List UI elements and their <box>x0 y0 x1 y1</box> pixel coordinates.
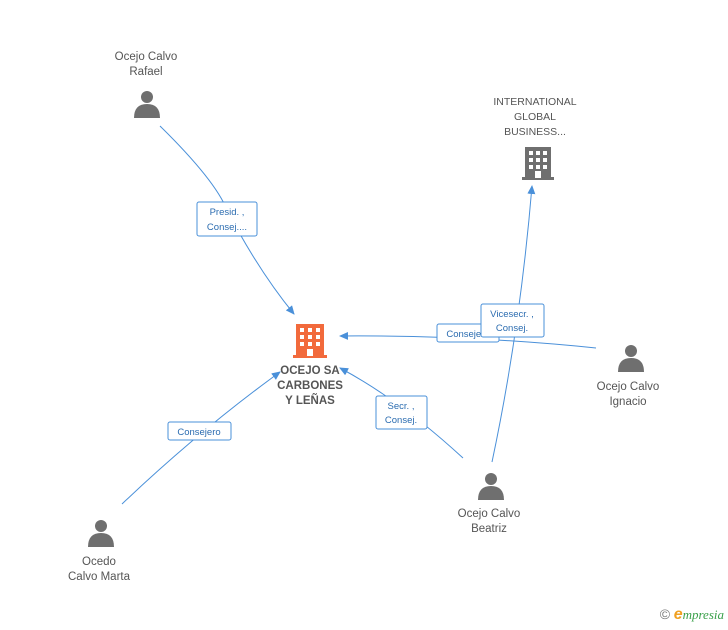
node-main-company[interactable]: OCEJO SA CARBONES Y LEÑAS <box>277 324 343 407</box>
edge-label-line-2: Consej.... <box>207 222 247 233</box>
person-icon <box>618 345 644 372</box>
node-label-line-1: OCEJO SA <box>280 365 339 377</box>
person-icon <box>88 520 114 547</box>
node-label-line-2: Calvo Marta <box>68 571 131 583</box>
node-label-line-1: Ocedo <box>82 556 116 568</box>
node-label-line-3: Y LEÑAS <box>285 394 335 407</box>
person-icon <box>478 473 504 500</box>
node-label-line-1: INTERNATIONAL <box>493 96 576 108</box>
node-label-line-2: Rafael <box>129 66 162 78</box>
copyright-symbol: © <box>659 606 671 622</box>
node-label-line-1: Ocejo Calvo <box>458 508 521 520</box>
edge-label-line-1: Presid. , <box>210 207 245 218</box>
edge-label-line-1: Vicesecr. , <box>490 309 534 320</box>
node-label-line-2: Beatriz <box>471 523 507 535</box>
building-icon <box>522 147 554 180</box>
brand-logo-text: mpresia <box>682 607 724 622</box>
node-label-line-2: CARBONES <box>277 380 343 392</box>
building-icon <box>293 324 327 358</box>
edge-marta-main: Consejero <box>121 371 281 505</box>
brand-logo-e: e <box>673 606 683 623</box>
person-icon <box>134 91 160 118</box>
edge-label-line-1: Consejero <box>446 329 489 340</box>
node-label-line-2: GLOBAL <box>514 111 556 123</box>
node-person-marta[interactable]: Ocedo Calvo Marta <box>68 520 131 583</box>
node-person-rafael[interactable]: Ocejo Calvo Rafael <box>115 51 178 118</box>
edge-label-line-2: Consej. <box>385 415 417 426</box>
edge-ignacio-main: Consejero <box>339 323 597 349</box>
edge-label-box[interactable] <box>167 421 232 441</box>
edge-label-box[interactable] <box>375 395 428 430</box>
edge-rafael-main: Presid. , Consej.... <box>159 125 295 315</box>
edge-label-line-1: Secr. , <box>388 401 415 412</box>
edge-label-line-1: Consejero <box>177 427 220 438</box>
node-person-beatriz[interactable]: Ocejo Calvo Beatriz <box>458 473 521 535</box>
edge-label-line-2: Consej. <box>496 323 528 334</box>
edge-beatriz-main: Secr. , Consej. <box>339 367 464 459</box>
node-international[interactable]: INTERNATIONAL GLOBAL BUSINESS... <box>493 96 577 180</box>
edge-beatriz-international: Vicesecr. , Consej. <box>480 185 545 463</box>
node-label-line-3: BUSINESS... <box>504 126 566 138</box>
edge-label-box[interactable] <box>480 303 545 338</box>
node-person-ignacio[interactable]: Ocejo Calvo Ignacio <box>597 345 660 408</box>
node-label-line-1: Ocejo Calvo <box>597 381 660 393</box>
node-label-line-1: Ocejo Calvo <box>115 51 178 63</box>
footer-brand: © empresia <box>660 606 724 624</box>
edge-label-box[interactable] <box>196 201 258 237</box>
node-label-line-2: Ignacio <box>609 396 646 408</box>
